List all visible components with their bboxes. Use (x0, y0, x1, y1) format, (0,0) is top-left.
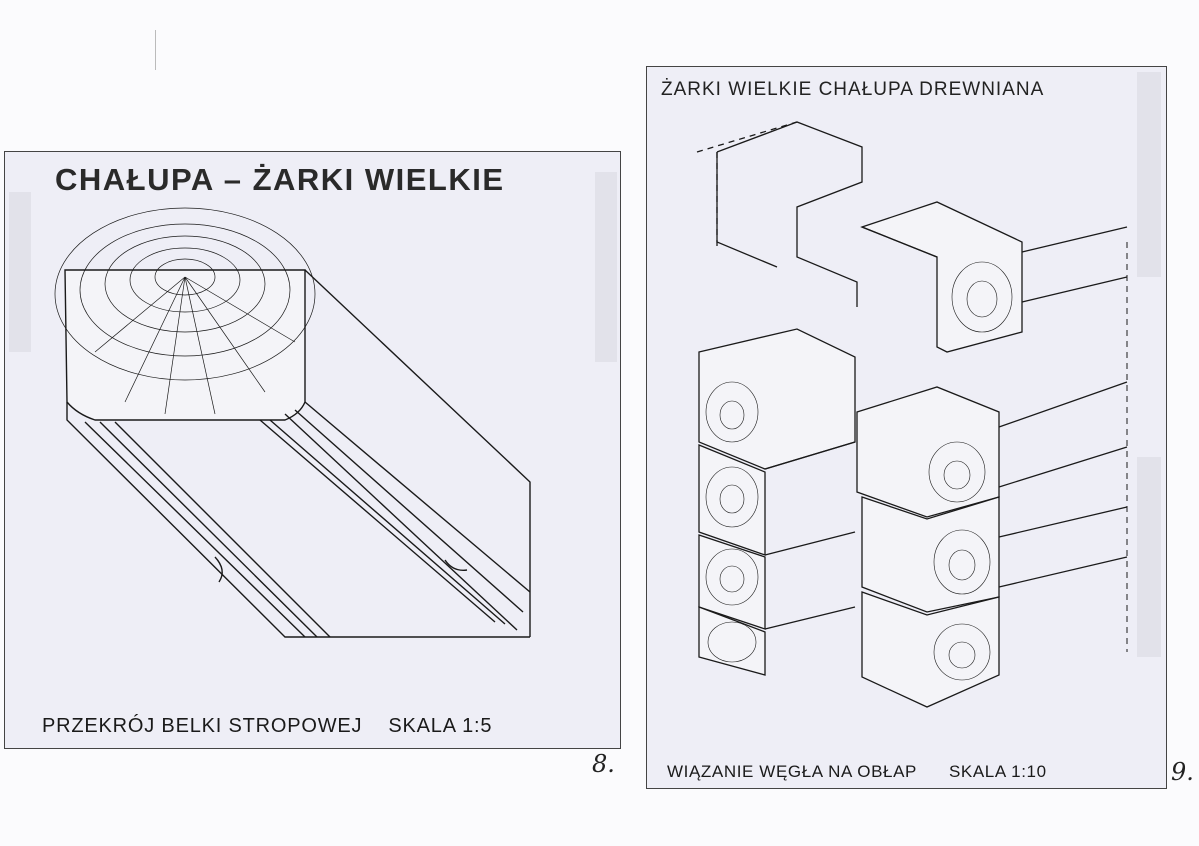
caption-text: PRZEKRÓJ BELKI STROPOWEJ (42, 715, 363, 737)
page-number: 8. (592, 750, 615, 778)
plate-title: CHAŁUPA – ŻARKI WIELKIE (55, 162, 505, 197)
page-number: 9. (1171, 758, 1194, 786)
scan-shadow (1137, 457, 1161, 657)
plate-beam-section: CHAŁUPA – ŻARKI WIELKIE (4, 151, 621, 749)
plate-caption: PRZEKRÓJ BELKI STROPOWEJ SKALA 1:5 (42, 715, 492, 738)
scan-shadow (595, 172, 617, 362)
scan-shadow (9, 192, 31, 352)
plate-caption: WIĄZANIE WĘGŁA NA OBŁAP SKALA 1:10 (667, 762, 1047, 782)
scale-label: SKALA 1:5 (388, 715, 493, 737)
scan-mark (155, 30, 156, 70)
caption-text: WIĄZANIE WĘGŁA NA OBŁAP (667, 762, 917, 781)
beam-cross-section-drawing (54, 207, 531, 638)
plate-corner-joint: ŻARKI WIELKIE CHAŁUPA DREWNIANA (646, 66, 1167, 789)
plate-title: ŻARKI WIELKIE CHAŁUPA DREWNIANA (661, 79, 1045, 100)
scan-shadow (1137, 72, 1161, 277)
log-corner-joint-drawing (696, 121, 1128, 708)
scale-label: SKALA 1:10 (948, 762, 1047, 781)
